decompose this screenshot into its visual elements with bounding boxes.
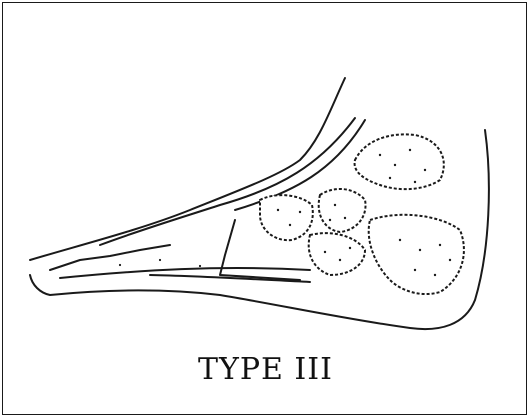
navicular-bone (319, 189, 366, 232)
talus-bone (355, 134, 444, 189)
figure-caption: TYPE III (0, 352, 531, 387)
calcaneus-bone (369, 215, 464, 294)
cuneiform-bone (260, 195, 313, 240)
cuboid-bone (309, 233, 365, 275)
foot-bone-illustration (20, 70, 510, 350)
